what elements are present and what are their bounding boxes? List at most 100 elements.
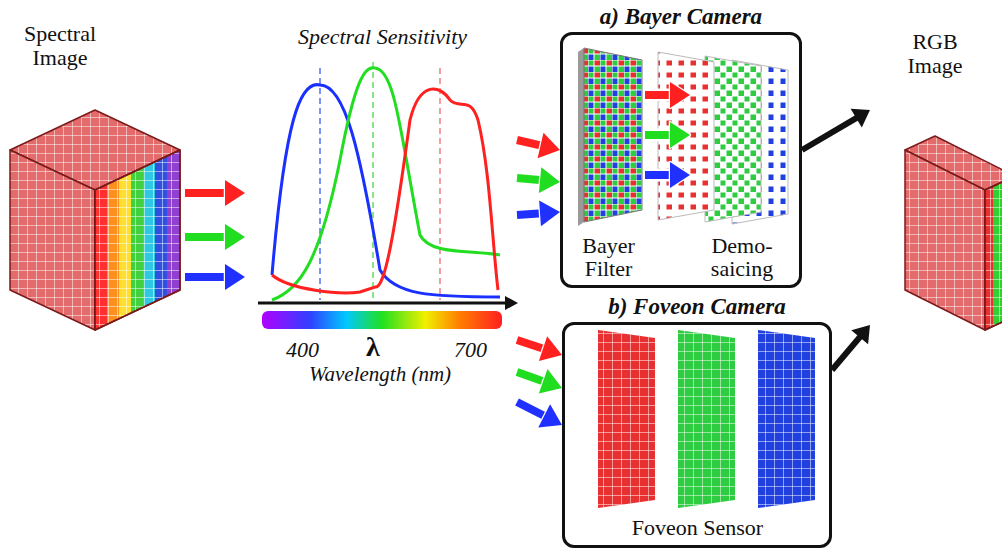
node-label: Foveon Sensor xyxy=(575,516,820,540)
arrow-head xyxy=(851,109,870,128)
arrow-halo xyxy=(517,140,542,146)
wavelength-axis xyxy=(258,302,506,305)
arrow-head xyxy=(670,122,690,148)
green-curve xyxy=(272,68,500,300)
filter-edge xyxy=(578,48,584,226)
foveon-sensor: Foveon Sensor xyxy=(575,330,820,542)
camera-box: a) Bayer CameraBayer FilterDemo- saicing xyxy=(560,32,802,288)
cube-side-grid xyxy=(985,176,1002,330)
arrow-halo xyxy=(517,213,542,215)
arrow-shaft xyxy=(517,213,542,215)
red-layer xyxy=(598,330,655,508)
arrow-shaft xyxy=(185,233,227,241)
node-label: Demo- saicing xyxy=(694,234,790,282)
arrow-head xyxy=(670,162,690,188)
arrow-shaft xyxy=(645,131,672,139)
cube-spectral-side xyxy=(95,150,180,330)
sensitivity-plot xyxy=(258,62,518,329)
node-label: Spectral Image xyxy=(10,22,110,70)
cube-side-grid xyxy=(95,150,180,330)
node-label: Spectral Sensitivity xyxy=(255,25,510,49)
axis-symbol: λ xyxy=(360,332,386,363)
arrow-head xyxy=(539,200,560,226)
bayer-mosaic xyxy=(584,48,642,222)
arrow-head xyxy=(225,224,245,250)
demosaicing: Demo- saicing xyxy=(690,45,794,283)
arrow-head xyxy=(225,264,245,290)
arrow-head xyxy=(539,369,562,393)
arrow-halo xyxy=(517,372,545,382)
camera-box: b) Foveon CameraFoveon Sensor xyxy=(562,322,832,548)
blue-curve xyxy=(272,85,500,297)
foveon-illustration xyxy=(598,330,815,508)
axis-tick: 700 xyxy=(448,338,493,362)
arrow-connector xyxy=(517,167,560,193)
red-curve xyxy=(272,89,498,293)
rgb-cube xyxy=(905,136,1002,330)
bayer-filter: Bayer Filter xyxy=(572,45,645,283)
arrow-halo xyxy=(185,187,227,200)
arrow-connector xyxy=(185,264,245,290)
box-heading: b) Foveon Camera xyxy=(565,295,829,320)
arrow-connector xyxy=(517,133,560,158)
blue-layer xyxy=(758,330,815,508)
box-heading: a) Bayer Camera xyxy=(563,5,799,30)
arrow-connector xyxy=(517,402,562,427)
arrow-head xyxy=(538,404,562,427)
bayer-illustration xyxy=(578,48,788,226)
rainbow-bar xyxy=(262,311,502,329)
node-label: Bayer Filter xyxy=(572,234,645,282)
axis-title: Wavelength (nm) xyxy=(290,363,470,386)
arrow-shaft xyxy=(645,91,672,99)
cube-rgb-side xyxy=(985,176,1002,330)
arrow-halo xyxy=(645,129,672,142)
arrow-halo xyxy=(517,402,546,417)
arrow-shaft xyxy=(517,372,545,382)
arrow-head xyxy=(539,336,562,361)
arrow-shaft xyxy=(517,402,546,417)
layer-grid xyxy=(598,330,655,508)
arrow-head xyxy=(539,167,560,193)
arrow-head xyxy=(538,133,560,158)
layer-grid xyxy=(758,330,815,508)
dashed-marker xyxy=(319,68,321,300)
arrow-halo xyxy=(517,178,542,180)
arrow-shaft xyxy=(185,189,227,197)
arrow-shaft xyxy=(645,171,672,179)
dashed-marker xyxy=(372,62,374,300)
cube-front xyxy=(905,150,985,330)
arrow-connector xyxy=(832,325,870,370)
arrow-halo xyxy=(645,169,672,182)
spectral-image: Spectral Image xyxy=(0,22,185,332)
arrow-shaft xyxy=(517,140,542,146)
axis-tick: 400 xyxy=(280,338,325,362)
arrow-connector xyxy=(185,224,245,250)
arrow-shaft xyxy=(185,273,227,281)
rgb-image: RGB Image xyxy=(870,30,1002,335)
arrow-halo xyxy=(645,89,672,102)
axis-head xyxy=(505,296,518,310)
arrow-connector xyxy=(517,200,560,226)
arrow-connector xyxy=(802,109,870,150)
green-layer xyxy=(678,330,735,508)
arrow-shaft xyxy=(517,178,542,180)
arrow-halo xyxy=(185,231,227,244)
cube-front xyxy=(10,150,95,330)
arrow-connector xyxy=(645,162,690,188)
spectral-cube xyxy=(10,110,180,330)
arrow-connector xyxy=(185,180,245,206)
arrow-shaft xyxy=(517,340,545,349)
arrow-shaft xyxy=(802,117,858,150)
arrow-halo xyxy=(185,271,227,284)
arrow-connector xyxy=(517,336,562,361)
layer-grid xyxy=(678,330,735,508)
arrow-connector xyxy=(517,369,562,393)
arrow-halo xyxy=(517,340,545,349)
node-label: RGB Image xyxy=(890,30,980,78)
arrow-connector xyxy=(645,82,690,108)
arrow-connector xyxy=(645,122,690,148)
dashed-marker xyxy=(439,68,441,300)
